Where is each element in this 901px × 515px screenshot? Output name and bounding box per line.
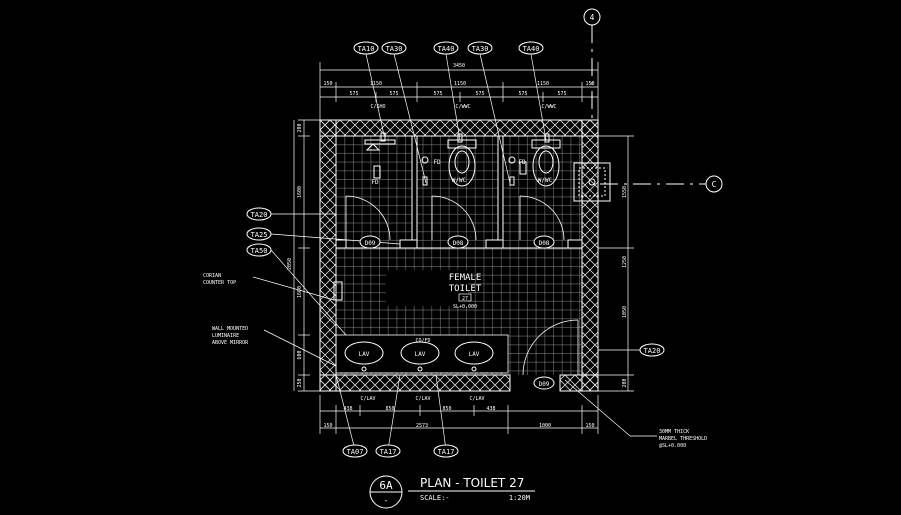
left-tag: TA20 <box>251 211 268 219</box>
lav-code: C/LAV <box>360 396 375 402</box>
dim-right: 1250 <box>622 256 628 268</box>
room-level: SL+0.000 <box>453 304 477 310</box>
lav-label: LAV <box>415 351 426 358</box>
dim-left: 1600 <box>297 186 303 198</box>
lav-label: LAV <box>359 351 370 358</box>
left-tag: TA50 <box>251 247 268 255</box>
grid-ref-row: C <box>712 180 717 189</box>
top-tag: TA30 <box>386 45 403 53</box>
note-threshold: MARBEL THRESHOLD <box>659 436 707 442</box>
dim-top-sub: 575 <box>557 91 566 97</box>
dim-top-sub: 575 <box>475 91 484 97</box>
door-tag: D08 <box>453 240 464 247</box>
floor-drain-label: FD <box>371 179 379 186</box>
drawing-number: 6A <box>379 479 393 492</box>
door-tag: D09 <box>365 240 376 247</box>
dim-bottom-sub: 438 <box>486 406 495 412</box>
dim-top: 1150 <box>454 81 466 87</box>
grid-ref-col: 4 <box>590 13 595 22</box>
drawing-sub: - <box>384 496 389 505</box>
note-luminaire: WALL MOUNTED <box>212 326 248 332</box>
dim-top-sub: 575 <box>433 91 442 97</box>
dim-bottom: 1000 <box>539 423 551 429</box>
dim-bottom: 2573 <box>416 423 428 429</box>
top-tag: TA10 <box>358 45 375 53</box>
floor-drain-label: FD <box>433 159 441 166</box>
dim-right: 1550 <box>622 186 628 198</box>
room-name: FEMALE <box>449 273 482 283</box>
dim-left: 250 <box>297 378 303 387</box>
right-tag: TA20 <box>644 347 661 355</box>
lav-label: LAV <box>469 351 480 358</box>
floor-drain-label: FD <box>518 159 526 166</box>
dim-bottom-sub: 850 <box>442 406 451 412</box>
hatched-walls <box>319 119 599 392</box>
code-wc: C/WWC <box>541 104 556 110</box>
note-counter: COUNTER TOP <box>203 280 236 286</box>
lav-code: C/LAV <box>469 396 484 402</box>
door-tag: D08 <box>539 240 550 247</box>
lav-code: C/LAV <box>415 396 430 402</box>
note-counter: CORIAN <box>203 273 221 279</box>
dim-bottom-sub: 438 <box>343 406 352 412</box>
code-shower: C/SHO <box>370 104 385 110</box>
counter-fd-label: CO/FD <box>415 338 430 344</box>
bottom-tag: TA17 <box>380 448 397 456</box>
dim-top: 150 <box>323 81 332 87</box>
wc-label: W/WC <box>452 177 467 184</box>
door-tag: D09 <box>539 381 550 388</box>
dim-top-sub: 575 <box>518 91 527 97</box>
dim-right: 1050 <box>622 306 628 318</box>
note-luminaire: ABOVE MIRROR <box>212 340 249 346</box>
left-tag: TA25 <box>251 231 268 239</box>
dim-top-sub: 575 <box>389 91 398 97</box>
note-threshold: 30MM THICK <box>659 429 689 435</box>
dim-right: 200 <box>622 378 628 387</box>
top-tag: TA40 <box>438 45 455 53</box>
room-number: 27 <box>462 296 468 302</box>
note-luminaire: LUMINAIRE <box>212 333 239 339</box>
dim-top-sub: 575 <box>349 91 358 97</box>
drawing-title: PLAN - TOILET 27 <box>420 476 524 490</box>
top-tag: TA40 <box>523 45 540 53</box>
dim-left: 200 <box>297 123 303 132</box>
dim-top: 150 <box>585 81 594 87</box>
dim-left: 2050 <box>287 258 293 270</box>
dim-left: 1600 <box>297 286 303 298</box>
dim-top: 1150 <box>537 81 549 87</box>
wc-label: W/WC <box>538 177 553 184</box>
dim-bottom: 150 <box>585 423 594 429</box>
bottom-tag: TA07 <box>347 448 364 456</box>
note-threshold: @SL+0.000 <box>659 443 686 449</box>
bottom-tag: TA17 <box>438 448 455 456</box>
dim-bottom-sub: 850 <box>385 406 394 412</box>
top-tag: TA30 <box>472 45 489 53</box>
scale-label: SCALE:- <box>420 494 450 502</box>
scale-value: 1:20M <box>509 494 530 502</box>
dim-left: 600 <box>297 350 303 359</box>
dim-bottom: 150 <box>323 423 332 429</box>
dim-top: 1150 <box>370 81 382 87</box>
code-wc: C/WWC <box>455 104 470 110</box>
room-name: TOILET <box>449 284 482 294</box>
dim-overall-top: 3450 <box>453 63 465 69</box>
